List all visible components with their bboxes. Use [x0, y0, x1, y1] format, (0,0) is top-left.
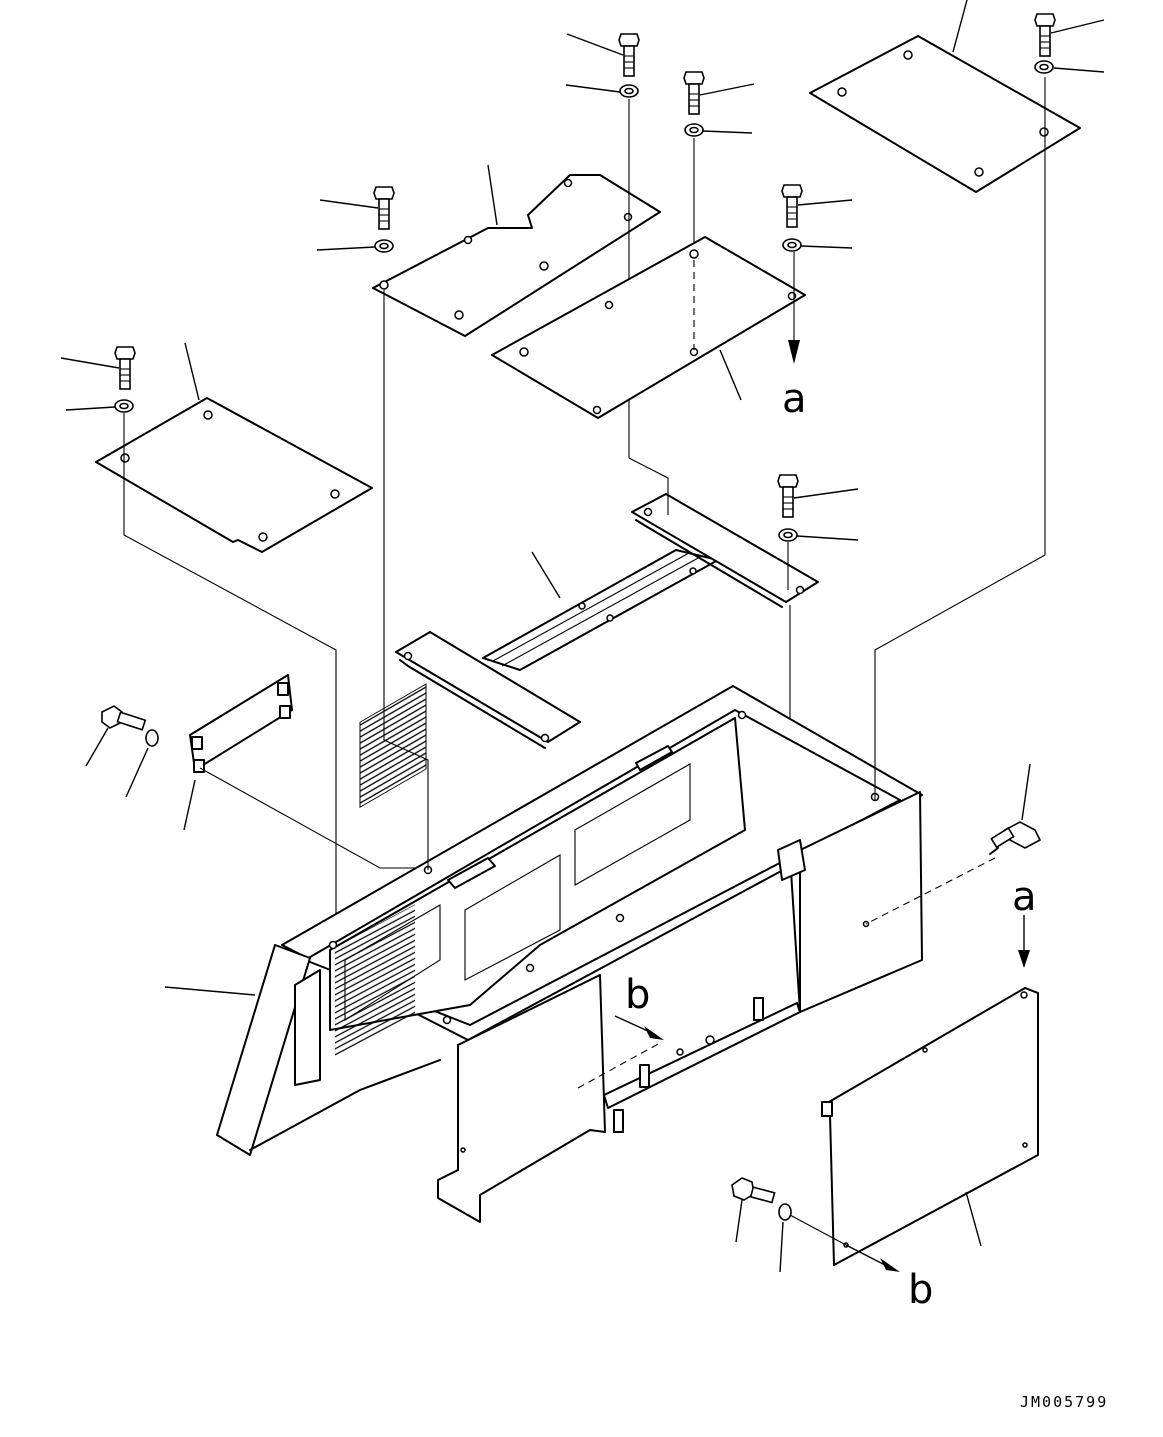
upper-left-bolt-set [316, 186, 395, 253]
support-bracket-assembly [395, 457, 819, 749]
top-right-bolt-set [1034, 13, 1105, 555]
view-a-reference-top: a [782, 376, 807, 422]
view-b-reference-frame: b [625, 972, 650, 1018]
top-right-cover-plate [809, 0, 1081, 193]
drawing-code: JM005799 [1020, 1393, 1108, 1411]
small-side-plate [183, 674, 293, 831]
upper-left-cover-plate [372, 164, 661, 337]
small-side-bolt-set [85, 705, 430, 869]
left-bolt-set [60, 346, 337, 940]
view-b-reference-cover: b [908, 1267, 933, 1313]
main-housing-frame [164, 290, 1046, 1223]
view-a-reference-side: a [1012, 874, 1037, 920]
side-cover-bolt-set [731, 1177, 847, 1273]
left-cover-plate [95, 342, 373, 553]
sensor-fitting [865, 763, 1042, 925]
grille-panel [344, 763, 691, 1021]
center-right-bolt-set [781, 184, 853, 364]
side-cover-arrow-b [845, 1244, 900, 1272]
side-cover-plate [821, 987, 1039, 1266]
side-cover-arrow-a [1018, 915, 1030, 968]
frame-arrow-b [577, 1015, 664, 1089]
center-top-bolt-set-right [683, 71, 755, 245]
